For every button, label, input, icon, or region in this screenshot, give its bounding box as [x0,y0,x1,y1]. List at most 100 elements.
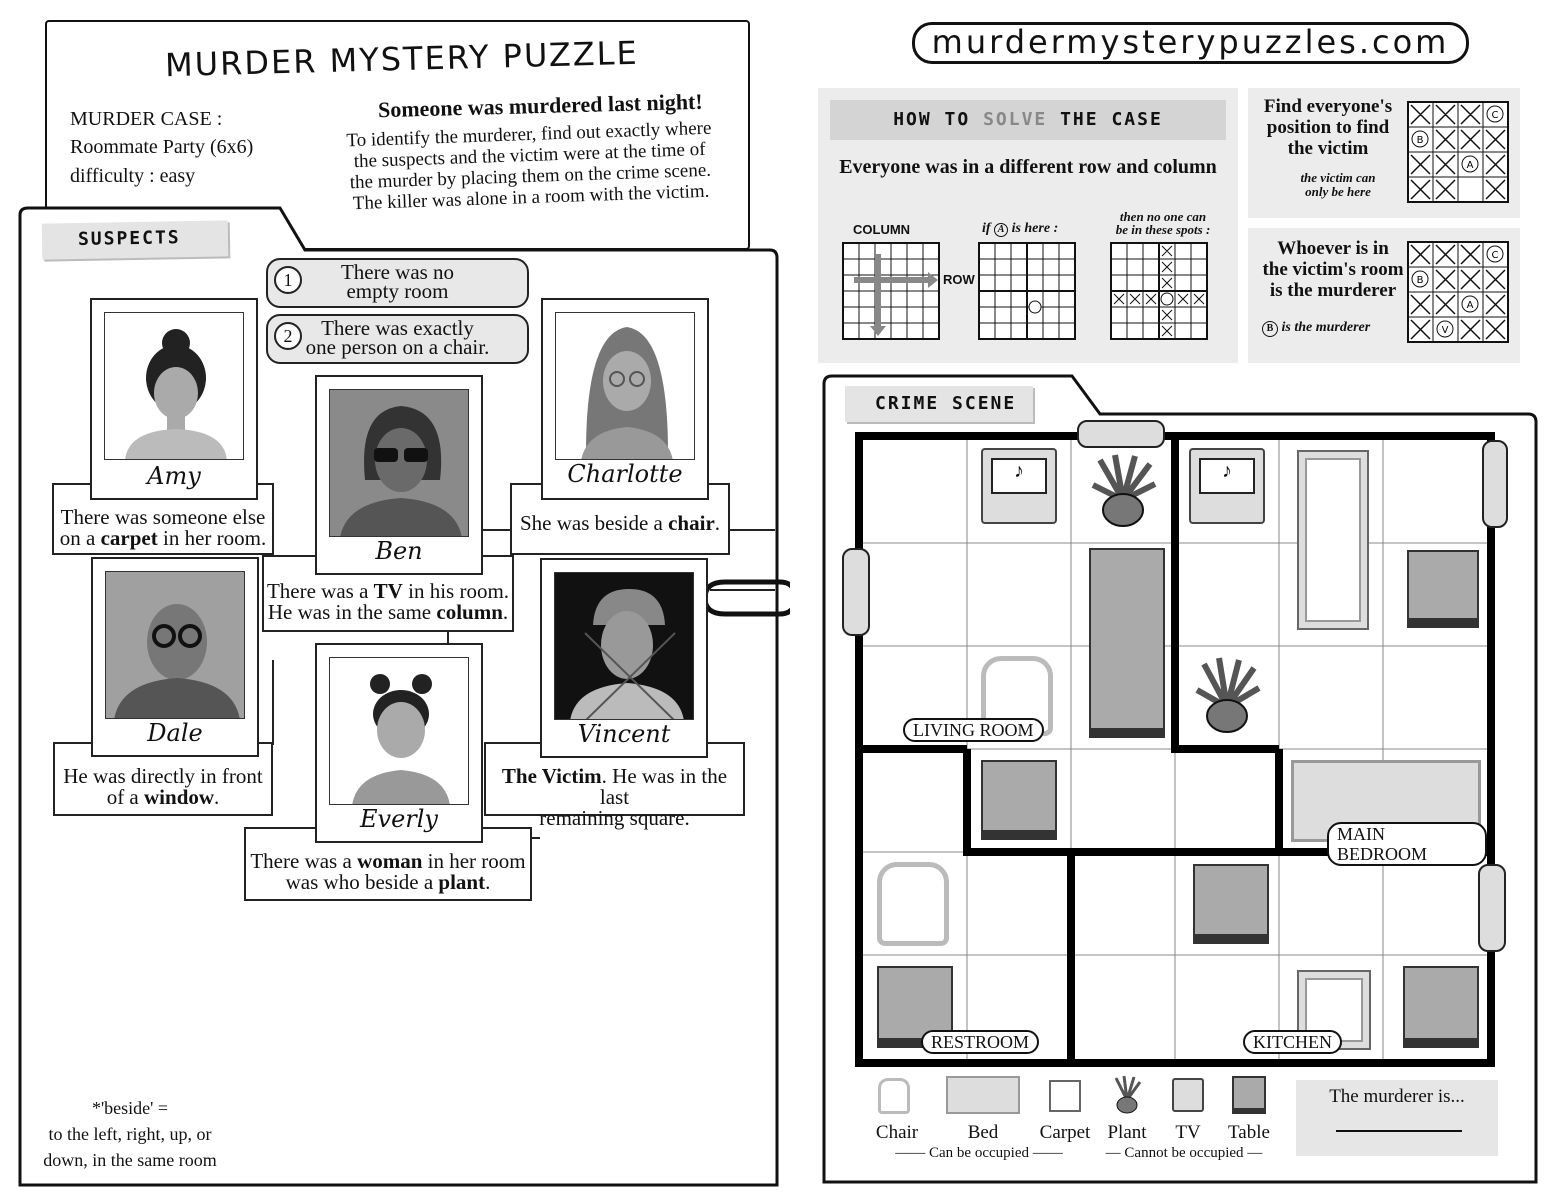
vincent-photo [554,572,694,720]
room-label-restroom: RESTROOM [921,1030,1040,1054]
crime-scene-tab: CRIME SCENE [845,386,1033,422]
amy-portrait-icon [125,329,227,459]
rule-2-line-2: one person on a chair. [305,335,490,359]
vincent-name: Vincent [577,720,671,748]
rule-2-bubble: 2 There was exactly one person on a chai… [266,314,529,364]
legend-chair-icon [878,1078,910,1114]
legend-can-occupied: —— Can be occupied —— [895,1145,1063,1161]
example-grid-1 [842,242,940,340]
vincent-card[interactable]: Vincent [540,558,708,758]
svg-text:B: B [1417,275,1424,286]
if-label: if A is here : [982,221,1059,237]
whoever-grid: C B A V [1407,241,1509,343]
answer-box[interactable] [1296,1080,1498,1156]
everly-name: Everly [360,805,438,833]
difficulty: difficulty : easy [70,165,196,187]
svg-text:A: A [1467,300,1474,311]
legend-tv-icon [1172,1078,1204,1112]
svg-text:B: B [1417,135,1424,146]
beside-note-line-1: *'beside' = [91,1098,169,1118]
ben-clue-line-1: There was a TV in his room. [266,579,510,603]
table-icon-3 [981,760,1057,840]
amy-card[interactable]: Amy [90,298,258,500]
table-icon-4 [1193,864,1269,944]
window-top [1077,420,1165,448]
ben-photo [329,389,469,537]
table-icon-6 [1403,966,1479,1048]
legend-carpet-icon [1049,1080,1081,1112]
find-victim-grid: C B A [1407,101,1509,203]
amy-name: Amy [147,462,201,490]
everly-clue-line-1: There was a woman in her room [250,849,526,873]
legend-label-chair: Chair [875,1122,919,1143]
everly-photo [329,657,469,805]
charlotte-portrait-icon [581,327,673,459]
legend-label-table: Table [1228,1122,1270,1143]
everly-portrait-icon [352,674,450,804]
dale-name: Dale [147,719,203,747]
case-label: MURDER CASE : [70,108,223,130]
tv-icon-1: ♪ [981,448,1057,524]
charlotte-clue-line-1: She was beside a chair. [519,511,721,535]
dale-clue-line-1: He was directly in front [63,764,263,788]
everly-clue-line-2: was who beside a plant. [285,870,491,894]
legend-label-bed: Bed [967,1122,999,1143]
table-icon-2 [1407,550,1479,628]
site-url-box[interactable]: murdermysterypuzzles.com [912,22,1469,64]
charlotte-name: Charlotte [567,460,683,488]
rule-1-line-2: empty room [346,279,449,303]
plant-icon-1 [1085,450,1161,530]
window-right-top [1482,440,1508,528]
amy-clue-line-1: There was someone else [60,505,266,529]
rule-1-bubble: 1 There was no empty room [266,258,529,308]
example-grid-3 [1110,242,1208,340]
answer-label: The murderer is... [1329,1086,1465,1107]
crime-scene-grid[interactable]: ♪ ♪ LIVING ROOM MAIN BEDROOM RESTROOM KI… [855,432,1495,1067]
ben-clue-line-2: He was in the same column. [267,600,509,624]
table-icon-1 [1089,548,1165,738]
vincent-portrait-icon [570,589,684,719]
legend-label-carpet: Carpet [1039,1122,1091,1143]
case-name: Roommate Party (6x6) [70,136,254,158]
rule-1-line-1: There was no [340,260,455,284]
window-left [842,548,870,636]
dale-portrait-icon [114,604,240,718]
example-grid-2 [978,242,1076,340]
ben-card[interactable]: Ben [315,375,483,575]
plant-icon-2 [1189,652,1265,736]
dale-photo [105,571,245,719]
legend-plant-icon [1110,1074,1144,1114]
dale-card[interactable]: Dale [91,557,259,757]
if-label-letter: A [994,223,1009,237]
svg-text:A: A [1467,160,1474,171]
room-label-main-bedroom: MAIN BEDROOM [1327,822,1487,866]
charlotte-card[interactable]: Charlotte [541,298,709,500]
site-url[interactable]: murdermysterypuzzles.com [931,23,1450,61]
charlotte-photo [555,312,695,460]
svg-text:V: V [1442,325,1449,336]
svg-text:C: C [1492,250,1499,261]
rule-2-number: 2 [274,322,302,350]
example-grids [842,242,1208,340]
whoever-note: B is the murderer [1262,320,1370,337]
amy-photo [104,312,244,460]
carpet-icon-1 [1297,450,1369,630]
legend-label-plant: Plant [1107,1122,1147,1143]
vincent-clue-line-2: remaining square. [539,806,690,830]
room-label-living-room: LIVING ROOM [903,718,1044,742]
room-label-kitchen: KITCHEN [1243,1030,1342,1054]
how-to-title: HOW TO SOLVE THE CASE [830,100,1226,140]
beside-note-line-3: down, in the same room [43,1150,217,1170]
crime-scene-grid-lines [863,440,1487,1059]
answer-line[interactable] [1336,1130,1462,1132]
amy-clue-line-2: on a carpet in her room. [59,526,267,550]
window-right-bottom [1478,864,1506,952]
ben-name: Ben [375,537,423,565]
everly-card[interactable]: Everly [315,643,483,843]
column-label: COLUMN [853,222,911,237]
whoever-note-text: is the murderer [1281,320,1371,335]
beside-note-line-2: to the left, right, up, or [48,1124,212,1144]
rule-1-number: 1 [274,266,302,294]
